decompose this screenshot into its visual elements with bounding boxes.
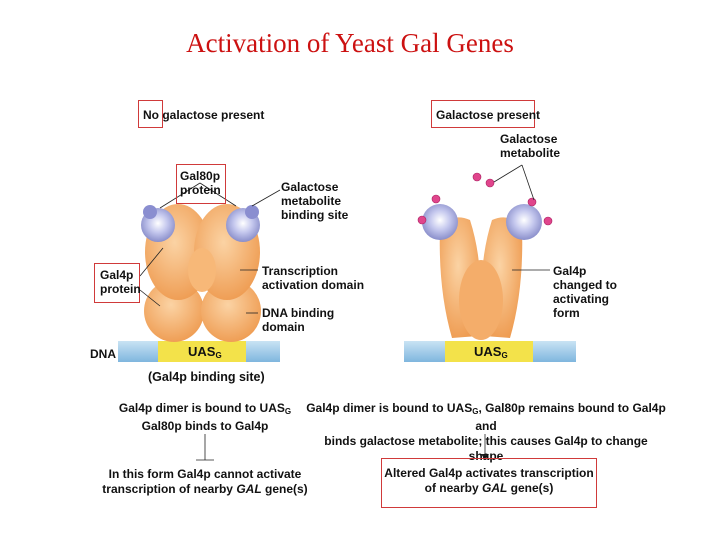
right-caption-l1b: , Gal80p remains bound to Gal4p and [475,401,665,433]
metabolite-site-l1: Galactose [281,180,348,194]
left-result: In this form Gal4p cannot activate trans… [100,467,310,497]
changed-form-label: Gal4p changed to activating form [553,264,617,320]
metabolite-label: Galactose metabolite [500,132,560,160]
right-result-line1: Altered Gal4p activates transcription [381,466,597,481]
dna-binding-label: DNA binding domain [262,306,334,334]
left-header: No galactose present [143,108,264,122]
left-result-line1: In this form Gal4p cannot activate [100,467,310,482]
left-result-gene: GAL [236,482,261,496]
activation-domain-label: Transcription activation domain [262,264,364,292]
left-caption-line2: Gal80p binds to Gal4p [110,419,300,434]
gal80-label: Gal80p protein [180,169,221,197]
dna-label: DNA [90,347,116,361]
dna-binding-l2: domain [262,320,334,334]
right-result-l2b: gene(s) [507,481,553,495]
right-result-line2: of nearby GAL gene(s) [381,481,597,496]
left-result-l2b: gene(s) [262,482,308,496]
right-gal80p [422,204,542,240]
left-header-rest: galactose present [162,108,264,122]
right-caption: Gal4p dimer is bound to UASG, Gal80p rem… [306,401,666,464]
changed-l3: activating [553,292,617,306]
gal80-label-l1: Gal80p [180,169,221,183]
right-result-gene: GAL [482,481,507,495]
metabolite-site-label: Galactose metabolite binding site [281,180,348,222]
changed-l4: form [553,306,617,320]
changed-l2: changed to [553,278,617,292]
right-header: Galactose present [436,108,540,122]
right-result-l2a: of nearby [425,481,482,495]
metabolite-l1: Galactose [500,132,560,146]
left-caption-l1-sub: G [285,407,291,416]
right-uas-text: UAS [474,344,501,359]
right-gal4p-dimer [440,217,523,340]
right-uas-label: UASG [474,345,508,363]
metabolite-site-l3: binding site [281,208,348,222]
left-uas-label: UASG [188,345,222,363]
activation-domain-l2: activation domain [262,278,364,292]
metabolite-l2: metabolite [500,146,560,160]
right-uas-sub: G [501,351,507,360]
right-caption-l1a: Gal4p dimer is bound to UAS [306,401,472,415]
gal4-label: Gal4p protein [100,268,141,296]
dna-binding-l1: DNA binding [262,306,334,320]
activation-domain-l1: Transcription [262,264,364,278]
left-result-line2: transcription of nearby GAL gene(s) [100,482,310,497]
right-caption-line1: Gal4p dimer is bound to UASG, Gal80p rem… [306,401,666,434]
gal4-label-l2: protein [100,282,141,296]
binding-site-caption: (Gal4p binding site) [148,370,265,384]
left-caption: Gal4p dimer is bound to UASG Gal80p bind… [110,401,300,434]
changed-l1: Gal4p [553,264,617,278]
left-result-l2a: transcription of nearby [102,482,236,496]
gal80-label-l2: protein [180,183,221,197]
left-header-prefix: No [143,108,159,122]
left-caption-l1a: Gal4p dimer is bound to UAS [119,401,285,415]
gal4-label-l1: Gal4p [100,268,141,282]
left-caption-line1: Gal4p dimer is bound to UASG [110,401,300,419]
left-uas-text: UAS [188,344,215,359]
right-result: Altered Gal4p activates transcription of… [381,466,597,496]
metabolite-site-l2: metabolite [281,194,348,208]
left-uas-sub: G [215,351,221,360]
